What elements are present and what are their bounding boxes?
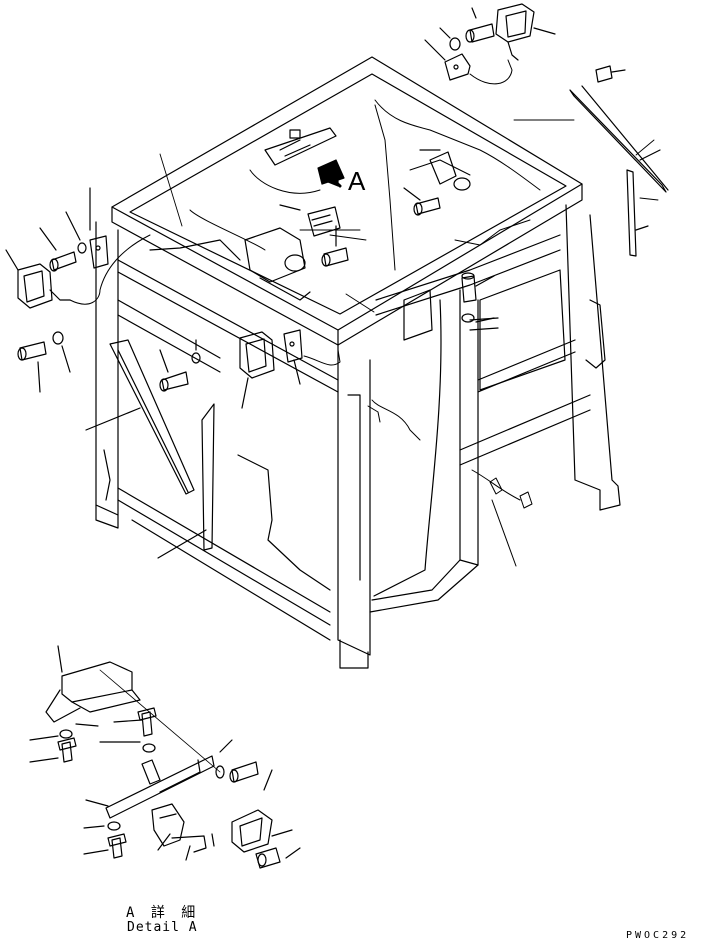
view-letter-label: A	[348, 166, 366, 196]
center-bolt-lower	[160, 350, 188, 391]
center-washer-lower	[192, 340, 200, 363]
center-lamp-bracket	[284, 330, 302, 384]
center-relay-box	[280, 205, 340, 236]
cab-frame	[96, 57, 620, 668]
lamp-bracket	[425, 40, 470, 80]
detail-screw-1	[142, 712, 152, 736]
left-lamp-bolt	[40, 228, 76, 271]
detail-screw-3	[112, 838, 122, 858]
view-direction-arrow-icon	[318, 160, 344, 186]
detail-washer-2	[60, 730, 72, 738]
leader-lines	[160, 120, 658, 312]
detail-title-japanese: A 詳 細	[126, 905, 200, 921]
center-lamp-wire	[304, 350, 340, 365]
rear-wiper-arm	[570, 86, 668, 192]
roof-bolt	[404, 188, 440, 215]
left-lamp-bracket	[90, 188, 108, 268]
right-harness	[368, 400, 532, 566]
front-work-lamp-left	[6, 250, 70, 308]
lamp-bolt	[466, 8, 494, 42]
detail-switch	[152, 804, 184, 846]
drawing-code-label: PWOC292	[626, 930, 690, 941]
detail-relay	[232, 810, 272, 852]
rear-work-lamp	[496, 4, 555, 60]
front-work-lamp-center	[240, 332, 274, 408]
detail-washer-3	[108, 822, 120, 830]
right-washer	[462, 314, 494, 322]
detail-title-english: Detail A	[127, 920, 198, 935]
wiper-motor-connector	[596, 66, 625, 82]
right-bolt	[462, 273, 494, 302]
rear-wiper-blade	[627, 170, 648, 256]
lamp-wire	[470, 60, 512, 84]
detail-screw-2	[62, 742, 72, 762]
front-wiper-blade	[158, 404, 214, 558]
detail-a-assembly	[30, 646, 300, 868]
left-bolt-lower	[18, 342, 46, 392]
left-lamp-wire	[70, 235, 150, 304]
roof-horn	[420, 150, 470, 190]
wiper-motor-front	[245, 228, 310, 300]
front-wiper-arm	[86, 340, 194, 494]
left-lamp-washer	[66, 212, 86, 253]
left-washer-lower	[53, 332, 70, 372]
detail-washer-1	[143, 744, 155, 752]
roof-switch-panel	[265, 128, 336, 165]
lamp-washer	[440, 28, 460, 50]
roof-wiring-harness	[190, 100, 540, 270]
